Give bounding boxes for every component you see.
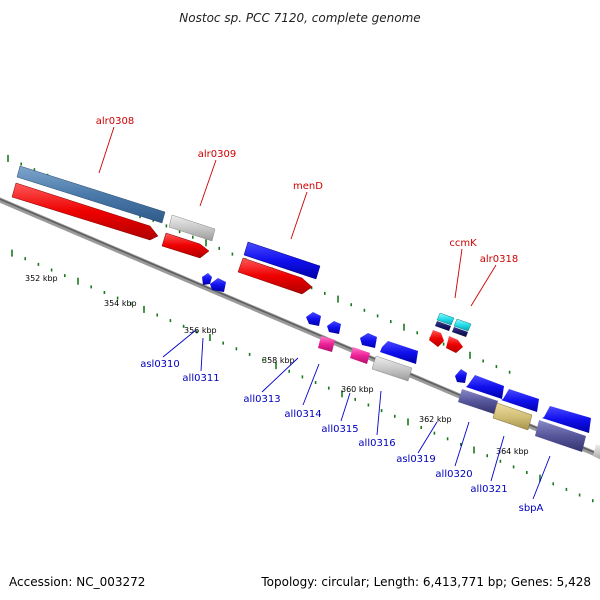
scale-label: 352 kbp <box>25 274 58 283</box>
gene-bar-gray-edge[interactable] <box>593 444 600 462</box>
scale-label: 358 kbp <box>262 356 295 365</box>
scale-label: 354 kbp <box>104 299 137 308</box>
gene-label-all0320[interactable]: all0320 <box>435 469 472 480</box>
gene-arrow-blue-all0315[interactable] <box>360 333 377 348</box>
scale-label: 356 kbp <box>184 326 217 335</box>
gene-bar-khaki-all0321[interactable] <box>492 402 533 431</box>
accession-text: Accession: NC_003272 <box>9 575 145 589</box>
gene-arrow-blue-r1[interactable] <box>466 375 504 399</box>
gene-box-pink-1[interactable] <box>318 336 335 352</box>
gene-bar-navy-2[interactable] <box>452 327 468 337</box>
gene-features <box>11 165 600 462</box>
gene-bar-menD[interactable] <box>243 241 321 280</box>
gene-arrow-blue-all0313[interactable] <box>306 312 321 326</box>
gene-arrow-red-1[interactable] <box>11 182 159 241</box>
gene-arrow-blue-all0311[interactable] <box>210 278 226 292</box>
scale-label: 362 kbp <box>419 415 452 424</box>
gene-bar-alr0308[interactable] <box>16 165 166 224</box>
gene-labels-bottom: asl0310 all0311 all0313 all0314 all0315 … <box>140 359 543 514</box>
gene-arrow-red-5[interactable] <box>446 336 463 353</box>
gene-arrow-red-3[interactable] <box>237 257 313 295</box>
gene-arrow-blue-all0314[interactable] <box>327 321 341 334</box>
gene-bar-ccmK-1[interactable] <box>436 312 455 326</box>
gene-label-all0313[interactable]: all0313 <box>243 394 280 405</box>
gene-label-all0321[interactable]: all0321 <box>470 484 507 495</box>
genome-summary-text: Topology: circular; Length: 6,413,771 bp… <box>260 575 591 589</box>
gene-bar-slate-all0320[interactable] <box>458 389 498 414</box>
gene-label-all0315[interactable]: all0315 <box>321 424 358 435</box>
gene-label-ccmK[interactable]: ccmK <box>449 238 477 249</box>
gene-label-all0311[interactable]: all0311 <box>182 373 219 384</box>
gene-box-gray-2[interactable] <box>371 355 413 382</box>
gene-label-alr0309[interactable]: alr0309 <box>198 149 236 160</box>
gene-label-asl0319[interactable]: asl0319 <box>396 454 436 465</box>
gene-labels-top: alr0308 alr0309 menD ccmK alr0318 <box>96 116 518 265</box>
gene-arrow-blue-asl0319[interactable] <box>455 369 467 383</box>
gene-bar-slate-sbpA[interactable] <box>535 420 586 452</box>
gene-arrow-blue-r2[interactable] <box>501 389 539 412</box>
gene-label-menD[interactable]: menD <box>293 181 323 192</box>
gene-arrow-red-2[interactable] <box>161 232 210 259</box>
gene-arrow-blue-all0316[interactable] <box>380 341 418 364</box>
gene-label-alr0308[interactable]: alr0308 <box>96 116 134 127</box>
gene-arrow-red-4[interactable] <box>429 330 444 347</box>
gene-label-all0314[interactable]: all0314 <box>284 409 321 420</box>
gene-bar-ccmK-2[interactable] <box>453 318 472 332</box>
scale-labels: 352 kbp 354 kbp 356 kbp 358 kbp 360 kbp … <box>25 274 529 456</box>
gene-arrow-blue-asl0310[interactable] <box>202 273 212 285</box>
gene-label-sbpA[interactable]: sbpA <box>519 503 544 514</box>
gene-box-pink-2[interactable] <box>350 347 370 364</box>
scale-label: 364 kbp <box>496 447 529 456</box>
gene-bar-navy-1[interactable] <box>435 321 451 331</box>
scale-label: 360 kbp <box>341 385 374 394</box>
gene-bar-alr0309[interactable] <box>168 214 216 242</box>
gene-arrow-blue-r3[interactable] <box>542 406 591 433</box>
gene-label-all0316[interactable]: all0316 <box>358 438 395 449</box>
gene-label-alr0318[interactable]: alr0318 <box>480 254 518 265</box>
leader-lines <box>98 126 551 500</box>
gene-label-asl0310[interactable]: asl0310 <box>140 359 180 370</box>
map-title: Nostoc sp. PCC 7120, complete genome <box>179 11 420 25</box>
